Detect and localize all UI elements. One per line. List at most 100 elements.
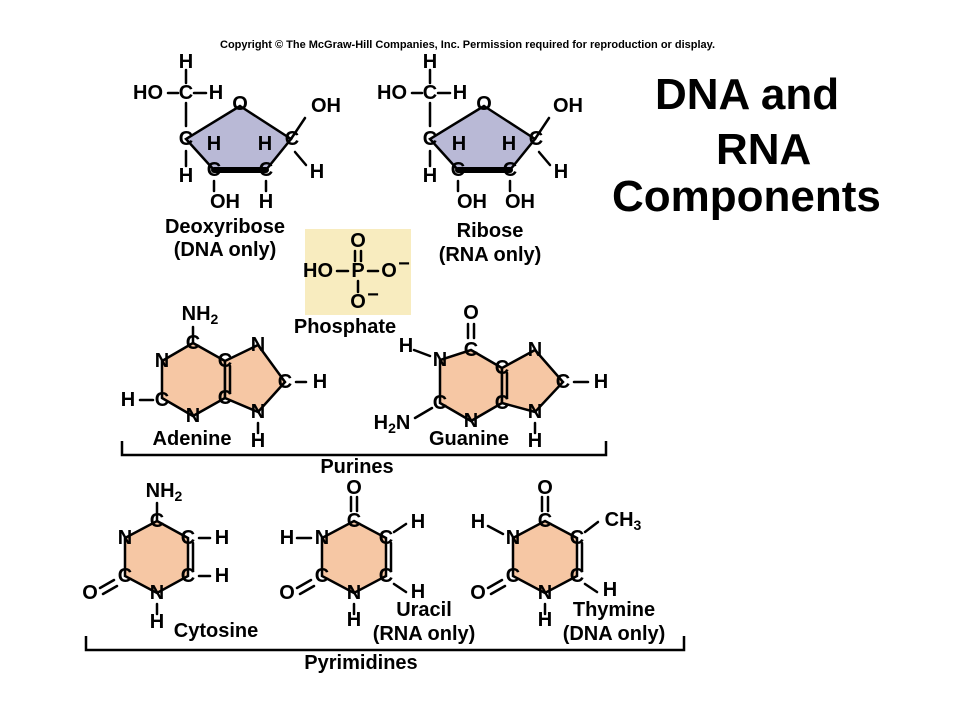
thymine-note: (DNA only) bbox=[563, 623, 666, 645]
atom-c: C bbox=[503, 159, 517, 181]
atom-c: C bbox=[218, 350, 232, 372]
atom-h: H bbox=[215, 527, 229, 549]
cytosine-molecule: NH2 C N C H C C H O N H Cytosine bbox=[82, 480, 258, 642]
uracil-note: (RNA only) bbox=[373, 623, 476, 645]
thymine-molecule: O H C N C CH3 C C H O N H Thymine (DNA o… bbox=[470, 477, 665, 645]
atom-oh: OH bbox=[505, 191, 535, 213]
atom-oh: OH bbox=[457, 191, 487, 213]
deoxyribose-label: Deoxyribose bbox=[165, 216, 285, 238]
atom-c: C bbox=[379, 565, 393, 587]
atom-n: N bbox=[251, 401, 265, 423]
ribose-ring bbox=[428, 104, 537, 172]
pyrimidines-bracket: Pyrimidines bbox=[84, 636, 686, 674]
atom-c: C bbox=[155, 389, 169, 411]
adenine-molecule: NH2 C N C N C H H C C N N H Adenine bbox=[121, 303, 327, 452]
atom-ho: HO bbox=[303, 260, 333, 282]
thymine-ring bbox=[511, 519, 579, 595]
atom-h2n: H2N bbox=[374, 412, 411, 436]
phosphate-molecule: O HO P O − O − Phosphate bbox=[294, 229, 411, 338]
phosphate-label: Phosphate bbox=[294, 316, 396, 338]
ribose-label: Ribose bbox=[457, 220, 524, 242]
atom-c: C bbox=[181, 565, 195, 587]
deoxyribose-molecule: H HO C H O OH C H H C H C C H OH H Deoxy… bbox=[133, 51, 341, 261]
atom-h: H bbox=[179, 165, 193, 187]
atom-h: H bbox=[121, 389, 135, 411]
atom-oh: OH bbox=[553, 95, 583, 117]
atom-h: H bbox=[310, 161, 324, 183]
title-line-3: Components bbox=[612, 172, 881, 221]
atom-c: C bbox=[529, 128, 543, 150]
purines-bracket: Purines bbox=[120, 441, 608, 478]
ribose-note: (RNA only) bbox=[439, 244, 542, 266]
atom-o: O bbox=[476, 93, 492, 115]
title-line-2: RNA bbox=[716, 125, 812, 174]
atom-o: O bbox=[350, 291, 366, 313]
atom-c: C bbox=[285, 128, 299, 150]
atom-c: C bbox=[347, 510, 361, 532]
atom-c: C bbox=[150, 510, 164, 532]
atom-h: H bbox=[399, 335, 413, 357]
atom-c: C bbox=[259, 159, 273, 181]
adenine-imidazole-ring bbox=[223, 343, 287, 414]
atom-c: C bbox=[433, 392, 447, 414]
atom-h: H bbox=[502, 133, 516, 155]
uracil-ring bbox=[320, 519, 388, 595]
atom-h: H bbox=[554, 161, 568, 183]
adenine-label: Adenine bbox=[153, 428, 232, 450]
atom-n: N bbox=[506, 527, 520, 549]
atom-c: C bbox=[207, 159, 221, 181]
atom-n: N bbox=[186, 405, 200, 427]
title-line-1: DNA and bbox=[655, 70, 840, 119]
atom-h: H bbox=[259, 191, 273, 213]
deoxyribose-note: (DNA only) bbox=[174, 239, 277, 261]
atom-c: C bbox=[379, 527, 393, 549]
atom-nh2: NH2 bbox=[182, 303, 219, 327]
atom-nh2: NH2 bbox=[146, 480, 183, 504]
uracil-molecule: O H C N C H C C H O N H Uracil (RNA only… bbox=[279, 477, 475, 645]
atom-c: C bbox=[495, 357, 509, 379]
atom-o: O bbox=[279, 582, 295, 604]
atom-n: N bbox=[433, 349, 447, 371]
atom-h: H bbox=[603, 579, 617, 601]
atom-h: H bbox=[258, 133, 272, 155]
atom-o: O bbox=[537, 477, 553, 499]
atom-h: H bbox=[215, 565, 229, 587]
atom-o: O bbox=[346, 477, 362, 499]
guanine-label: Guanine bbox=[429, 428, 509, 450]
atom-n: N bbox=[155, 350, 169, 372]
atom-o: O bbox=[232, 93, 248, 115]
atom-c: C bbox=[556, 371, 570, 393]
atom-n: N bbox=[315, 527, 329, 549]
atom-ho: HO bbox=[133, 82, 163, 104]
atom-h: H bbox=[423, 51, 437, 73]
copyright-notice: Copyright © The McGraw-Hill Companies, I… bbox=[220, 39, 716, 51]
atom-n: N bbox=[528, 339, 542, 361]
atom-c: C bbox=[570, 527, 584, 549]
cytosine-ring bbox=[123, 519, 190, 595]
phosphate-highlight bbox=[305, 229, 411, 315]
atom-c: C bbox=[181, 527, 195, 549]
purines-label: Purines bbox=[320, 456, 393, 478]
deoxyribose-ring bbox=[184, 104, 293, 172]
atom-c: C bbox=[423, 82, 437, 104]
guanine-imidazole-ring bbox=[500, 348, 565, 414]
atom-c: C bbox=[315, 565, 329, 587]
atom-h: H bbox=[313, 371, 327, 393]
atom-c: C bbox=[451, 159, 465, 181]
atom-h: H bbox=[453, 82, 467, 104]
atom-c: C bbox=[538, 510, 552, 532]
atom-o: O bbox=[350, 230, 366, 252]
atom-oh: OH bbox=[210, 191, 240, 213]
atom-c: C bbox=[464, 339, 478, 361]
atom-h: H bbox=[538, 609, 552, 631]
uracil-label: Uracil bbox=[396, 599, 452, 621]
atom-h: H bbox=[347, 609, 361, 631]
atom-n: N bbox=[150, 582, 164, 604]
atom-h: H bbox=[411, 581, 425, 603]
atom-n: N bbox=[118, 527, 132, 549]
atom-n: N bbox=[347, 582, 361, 604]
atom-o: O bbox=[463, 302, 479, 324]
atom-c: C bbox=[570, 565, 584, 587]
atom-h: H bbox=[179, 51, 193, 73]
atom-c: C bbox=[179, 128, 193, 150]
